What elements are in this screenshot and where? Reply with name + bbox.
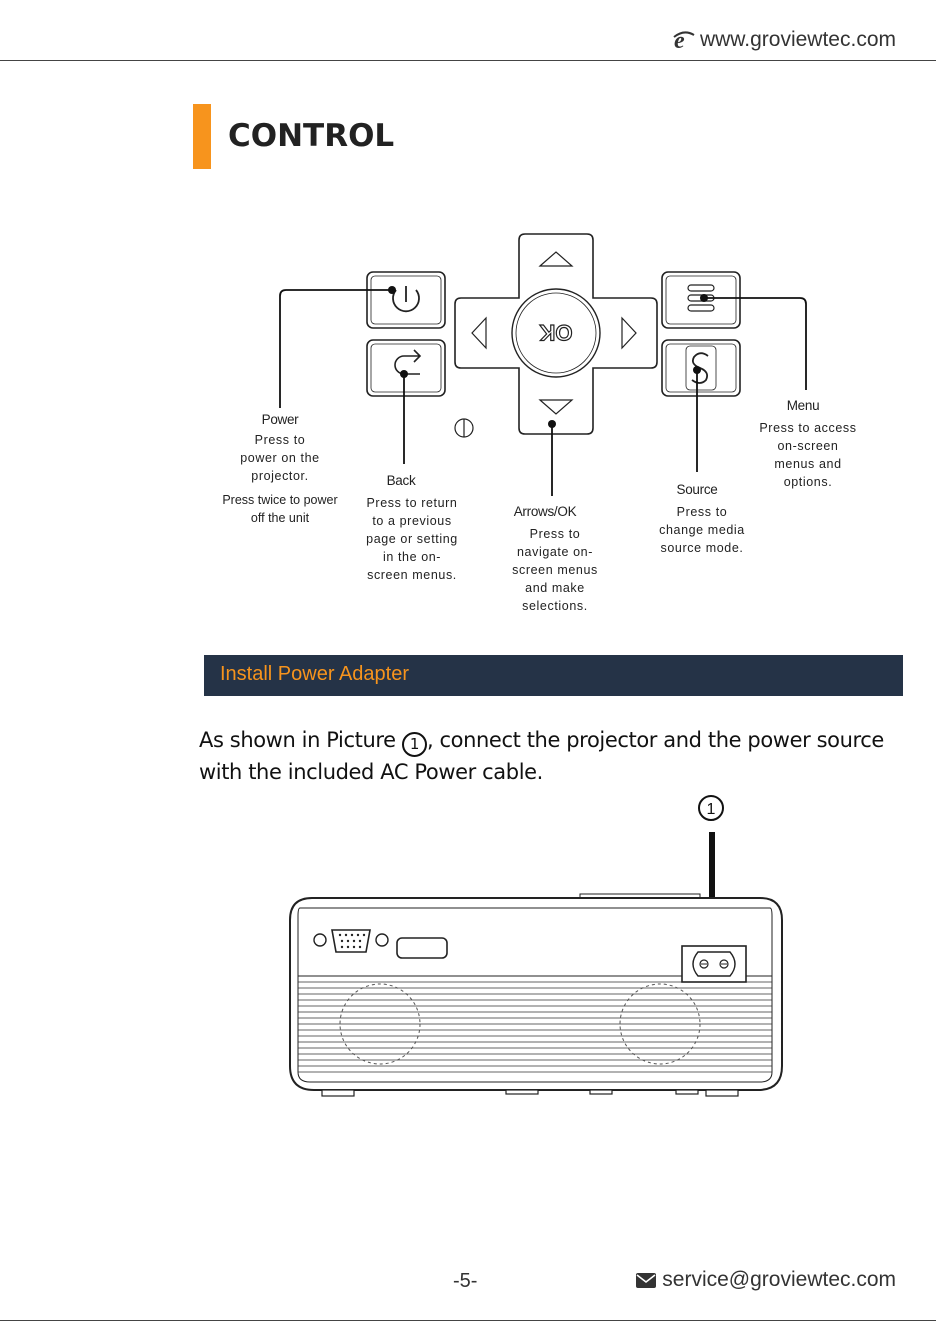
leader-lines [279, 289, 807, 496]
power-title: Power [261, 412, 299, 427]
power-icon [392, 286, 420, 313]
power-desc2-line: off the unit [250, 511, 310, 525]
page-number: -5- [453, 1270, 478, 1292]
arrows-label: Arrows/OK Press to navigate on- screen m… [495, 504, 615, 615]
power-button [366, 271, 446, 329]
back-desc-line: screen menus. [367, 568, 457, 582]
email-text: service@groviewtec.com [662, 1268, 896, 1291]
power-desc-line: power on the [240, 451, 320, 465]
source-desc: Press to change media source mode. [642, 503, 762, 557]
speaker-grille [298, 981, 772, 1073]
install-paragraph: As shown in Picture 1, connect the proje… [199, 725, 899, 787]
arrow-down-icon [538, 399, 574, 415]
source-desc-line: change media [659, 523, 745, 537]
arrow-up-icon [538, 251, 574, 267]
menu-desc-line: Press to access [759, 421, 857, 435]
source-desc-line: source mode. [660, 541, 744, 555]
projector-illustration: 1 [289, 795, 783, 1097]
header-rule [0, 60, 936, 61]
menu-icon [687, 284, 715, 312]
menu-desc-line: menus and [774, 457, 842, 471]
install-banner-text: Install Power Adapter [220, 663, 409, 685]
usb-slot [396, 937, 448, 959]
source-button [661, 339, 741, 397]
power-desc: Press to power on the projector. [220, 431, 340, 485]
para-text-before: As shown in Picture [199, 728, 402, 752]
speaker-outlines [339, 983, 701, 1065]
menu-title: Menu [786, 398, 820, 413]
back-desc-line: in the on- [382, 550, 442, 564]
ac-power-inlet-icon [681, 945, 747, 983]
power-label: Power Press to power on the projector. P… [220, 412, 340, 527]
power-desc-line: Press to [254, 433, 306, 447]
ok-label: OK [539, 320, 572, 345]
back-label: Back Press to return to a previous page … [352, 473, 472, 584]
section-title: CONTROL [228, 118, 395, 154]
section-accent-bar [193, 104, 211, 169]
indicator-icon [454, 418, 474, 438]
arrows-title: Arrows/OK [513, 504, 577, 519]
svg-text:e: e [674, 29, 685, 51]
back-desc: Press to return to a previous page or se… [352, 494, 472, 584]
picture-marker-number: 1 [707, 801, 716, 818]
arrow-right-icon [621, 316, 637, 350]
header-website: e www.groviewtec.com [672, 28, 896, 52]
arrows-desc-line: screen menus [512, 563, 598, 577]
menu-desc-line: on-screen [777, 439, 839, 453]
source-desc-line: Press to [676, 505, 728, 519]
footer-email: service@groviewtec.com [636, 1268, 896, 1292]
menu-desc-line: options. [783, 475, 833, 489]
arrows-desc-line: and make [525, 581, 585, 595]
mail-icon [636, 1272, 657, 1288]
back-desc-line: Press to return [366, 496, 458, 510]
menu-label: Menu Press to access on-screen menus and… [748, 398, 868, 491]
arrows-desc-line: navigate on- [517, 545, 593, 559]
browser-icon: e [673, 29, 695, 51]
menu-desc: Press to access on-screen menus and opti… [748, 419, 868, 491]
website-text: www.groviewtec.com [699, 28, 896, 51]
projector-feet [321, 1089, 739, 1097]
picture-marker: 1 [698, 795, 724, 821]
para-text-after: , connect the projector and the power so… [199, 728, 884, 784]
circled-number-marker: 1 [401, 732, 427, 757]
back-title: Back [386, 473, 416, 488]
power-desc-line: projector. [251, 469, 309, 483]
source-label: Source Press to change media source mode… [642, 482, 762, 557]
dpad: OK [454, 233, 658, 435]
back-button [366, 339, 446, 397]
arrows-desc: Press to navigate on- screen menus and m… [495, 525, 615, 615]
back-desc-line: page or setting [366, 532, 458, 546]
power-desc2: Press twice to power off the unit [200, 491, 360, 527]
power-desc2-line: Press twice to power [222, 493, 338, 507]
arrows-desc-line: Press to [529, 527, 581, 541]
arrow-left-icon [471, 316, 487, 350]
back-desc-line: to a previous [372, 514, 452, 528]
source-title: Source [676, 482, 718, 497]
install-banner: Install Power Adapter [204, 655, 903, 696]
arrows-desc-line: selections. [522, 599, 588, 613]
control-panel-diagram: OK [279, 233, 807, 496]
vga-port-icon [313, 929, 389, 953]
footer-rule [0, 1320, 936, 1321]
